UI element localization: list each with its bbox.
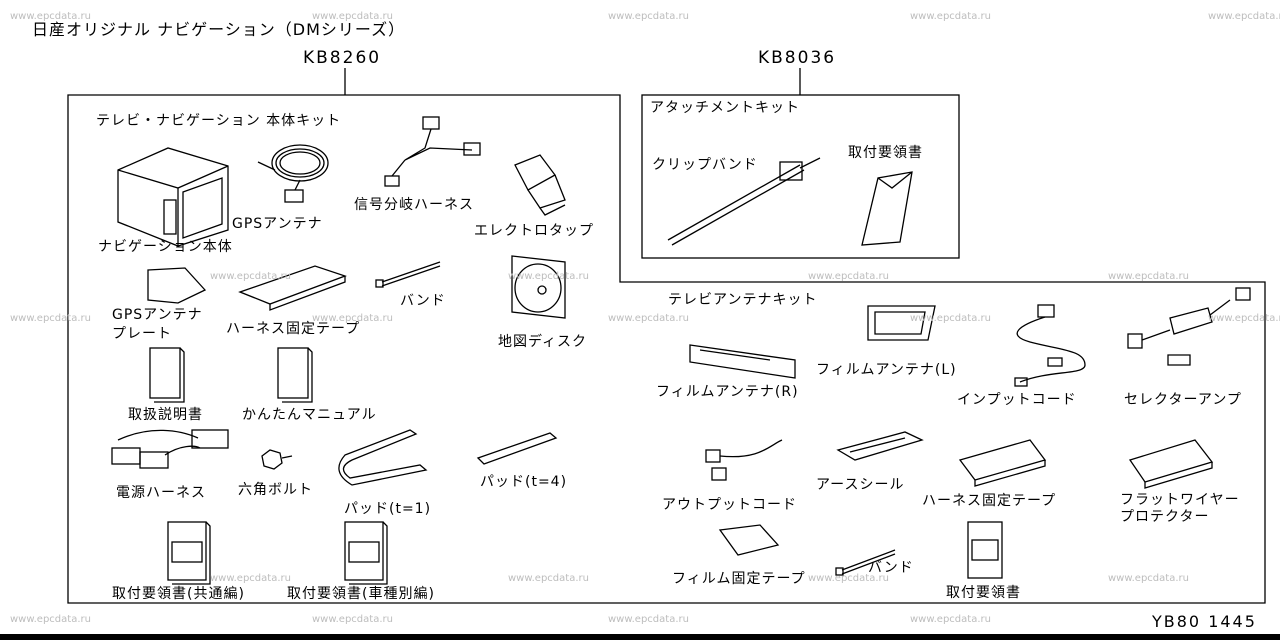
- power-harness-drawing: [111, 429, 229, 469]
- label-flat-wire-1: フラットワイヤー: [1120, 492, 1240, 508]
- page-title: 日産オリジナル ナビゲーション（DMシリーズ）: [32, 20, 406, 39]
- watermark: www.epcdata.ru: [508, 271, 589, 282]
- watermark: www.epcdata.ru: [210, 271, 291, 282]
- label-electro-tap: エレクトロタップ: [474, 223, 594, 239]
- watermark: www.epcdata.ru: [10, 313, 91, 324]
- label-input-cord: インプットコード: [957, 392, 1077, 408]
- section-tv-antenna-kit: テレビアンテナキット: [668, 292, 818, 308]
- watermark: www.epcdata.ru: [1208, 313, 1280, 324]
- label-selector-amp: セレクターアンプ: [1124, 392, 1242, 408]
- electro-tap-drawing: [514, 154, 566, 216]
- harness-tape-tv-drawing: [958, 439, 1047, 487]
- watermark: www.epcdata.ru: [10, 11, 91, 22]
- label-film-antenna-l: フィルムアンテナ(L): [816, 362, 957, 378]
- band-drawing: [375, 261, 441, 288]
- label-manual: 取扱説明書: [128, 407, 203, 423]
- earth-seal-drawing: [836, 431, 924, 461]
- watermark: www.epcdata.ru: [808, 271, 889, 282]
- easy-manual-drawing: [277, 347, 313, 403]
- pad4-drawing: [476, 432, 558, 465]
- watermark: www.epcdata.ru: [910, 313, 991, 324]
- label-band: バンド: [400, 293, 446, 309]
- film-antenna-l-drawing: [867, 305, 936, 341]
- kit-code-attachment: KB8036: [758, 48, 837, 68]
- mount-manual-att-drawing: [861, 171, 913, 246]
- label-film-tape: フィルム固定テープ: [672, 571, 806, 587]
- label-pad4: パッド(t=4): [480, 474, 568, 490]
- watermark: www.epcdata.ru: [608, 11, 689, 22]
- watermark: www.epcdata.ru: [1108, 573, 1189, 584]
- label-power-harness: 電源ハーネス: [116, 485, 206, 501]
- gps-plate-drawing: [147, 267, 207, 304]
- label-mount-common: 取付要領書(共通編): [112, 586, 245, 602]
- watermark: www.epcdata.ru: [10, 614, 91, 625]
- label-output-cord: アウトプットコード: [662, 497, 797, 513]
- label-mount-manual-tv: 取付要領書: [946, 585, 1021, 601]
- label-band-tv: バンド: [868, 560, 914, 576]
- band-tv-drawing: [835, 549, 896, 576]
- nav-body-drawing: [117, 147, 229, 247]
- hex-bolt-drawing: [261, 449, 293, 470]
- label-flat-wire-2: プロテクター: [1120, 509, 1210, 525]
- pad1-drawing: [338, 429, 428, 486]
- watermark: www.epcdata.ru: [910, 614, 991, 625]
- watermark: www.epcdata.ru: [608, 313, 689, 324]
- selector-amp-drawing: [1127, 287, 1251, 366]
- film-tape-drawing: [718, 524, 780, 556]
- gps-antenna-drawing: [257, 144, 329, 203]
- label-harness-tape: ハーネス固定テープ: [226, 321, 361, 337]
- label-film-antenna-r: フィルムアンテナ(R): [656, 384, 799, 400]
- clip-band-drawing: [667, 157, 821, 246]
- watermark: www.epcdata.ru: [210, 573, 291, 584]
- watermark: www.epcdata.ru: [608, 614, 689, 625]
- harness-tape-drawing: [238, 265, 347, 311]
- watermark: www.epcdata.ru: [312, 313, 393, 324]
- watermark: www.epcdata.ru: [808, 573, 889, 584]
- label-harness-tape-tv: ハーネス固定テープ: [922, 493, 1057, 509]
- mount-manual-tv-drawing: [967, 521, 1003, 579]
- bottom-border: [0, 634, 1280, 640]
- label-nav-body: ナビゲーション本体: [98, 239, 233, 255]
- flat-wire-drawing: [1128, 439, 1214, 489]
- label-hex-bolt: 六角ボルト: [238, 482, 313, 498]
- watermark: www.epcdata.ru: [910, 11, 991, 22]
- mount-model-drawing: [344, 521, 388, 585]
- film-antenna-r-drawing: [689, 344, 796, 379]
- watermark: www.epcdata.ru: [508, 573, 589, 584]
- main-kit-frame: [67, 94, 1266, 604]
- watermark: www.epcdata.ru: [312, 11, 393, 22]
- label-map-disc: 地図ディスク: [498, 334, 588, 350]
- label-gps-plate-2: プレート: [112, 326, 172, 342]
- section-main-kit: テレビ・ナビゲーション 本体キット: [96, 113, 342, 129]
- label-gps-antenna: GPSアンテナ: [232, 216, 323, 232]
- section-attachment-kit: アタッチメントキット: [650, 100, 800, 116]
- watermark: www.epcdata.ru: [1208, 11, 1280, 22]
- input-cord-drawing: [1014, 304, 1086, 387]
- kit-code-main: KB8260: [303, 48, 382, 68]
- footer-code: YB80 1445: [1152, 612, 1257, 631]
- label-clip-band: クリップバンド: [652, 157, 758, 173]
- map-disc-drawing: [511, 255, 566, 319]
- signal-harness-drawing: [384, 116, 481, 187]
- label-mount-manual-att: 取付要領書: [848, 145, 923, 161]
- label-easy-manual: かんたんマニュアル: [242, 407, 377, 423]
- watermark: www.epcdata.ru: [312, 614, 393, 625]
- label-signal-harness: 信号分岐ハーネス: [354, 197, 474, 213]
- label-pad1: パッド(t=1): [344, 501, 432, 517]
- label-earth-seal: アースシール: [816, 477, 905, 493]
- label-gps-plate-1: GPSアンテナ: [112, 307, 203, 323]
- manual-drawing: [149, 347, 185, 403]
- output-cord-drawing: [705, 439, 783, 481]
- watermark: www.epcdata.ru: [1108, 271, 1189, 282]
- mount-common-drawing: [167, 521, 211, 585]
- label-mount-model: 取付要領書(車種別編): [287, 586, 435, 602]
